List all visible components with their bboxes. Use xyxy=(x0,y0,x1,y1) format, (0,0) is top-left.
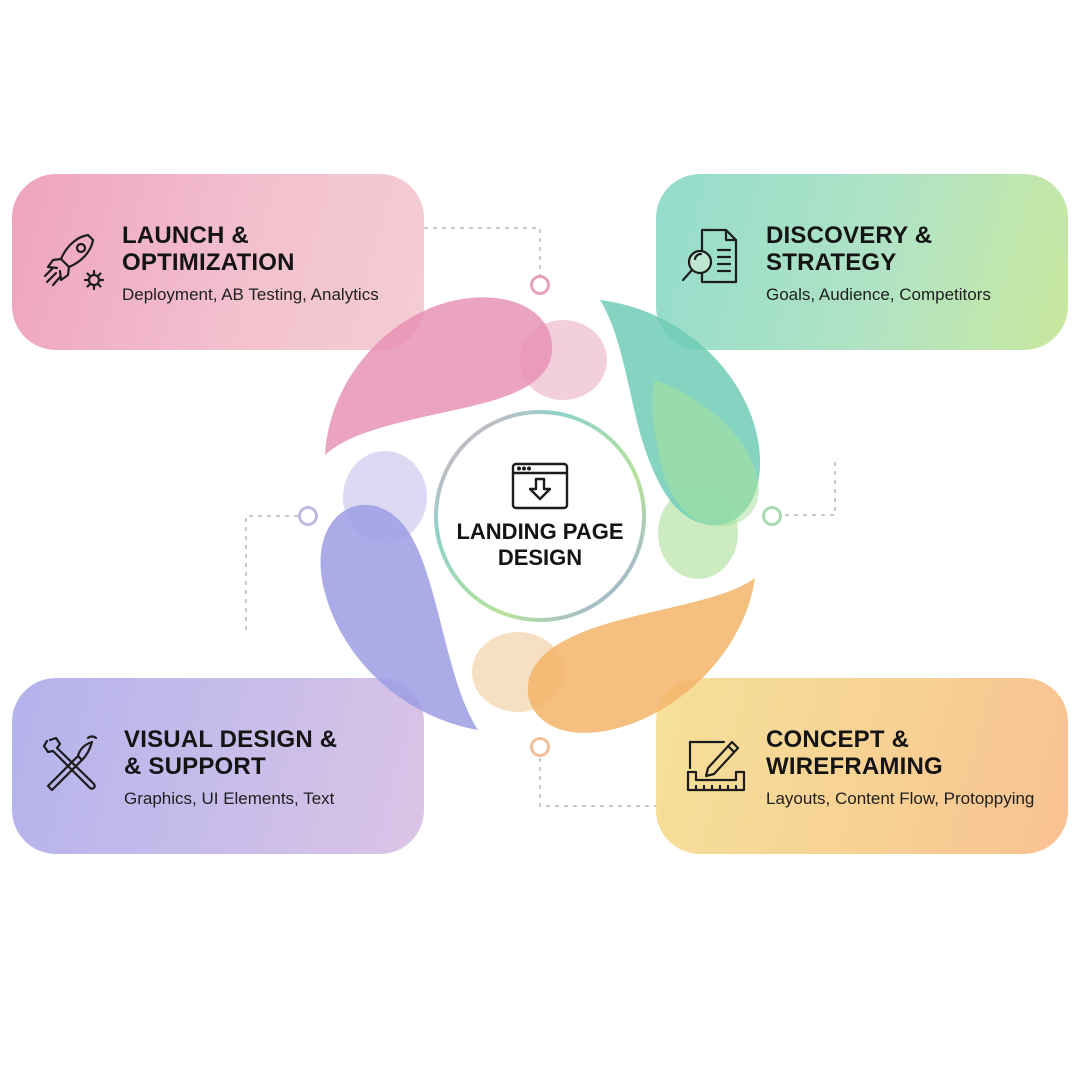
center-title: LANDING PAGE DESIGN xyxy=(456,519,624,570)
stage-text: CONCEPT & WIREFRAMING Layouts, Content F… xyxy=(766,726,1034,809)
stage-text: DISCOVERY & STRATEGY Goals, Audience, Co… xyxy=(766,222,991,305)
rocket-gear-icon xyxy=(43,233,105,291)
stage-title-line1: VISUAL DESIGN & xyxy=(124,726,338,753)
stage-title: VISUAL DESIGN & & SUPPORT xyxy=(124,726,337,780)
document-magnifier-icon xyxy=(681,228,738,284)
center-ring xyxy=(434,410,646,622)
brush-wrench-icon xyxy=(42,735,98,792)
connector-launch xyxy=(424,227,541,278)
node-visual xyxy=(298,506,318,526)
stage-title-line1: DISCOVERY & xyxy=(766,222,933,249)
stage-card-discovery: DISCOVERY & STRATEGY Goals, Audience, Co… xyxy=(656,174,1068,350)
stage-title-line1: LAUNCH & xyxy=(122,222,249,249)
center-hub: LANDING PAGE DESIGN xyxy=(434,410,646,622)
stage-title: CONCEPT & WIREFRAMING xyxy=(766,726,1034,780)
browser-download-icon xyxy=(511,462,569,510)
pencil-drafting-icon xyxy=(686,740,746,792)
stage-subtitle: Deployment, AB Testing, Analytics xyxy=(122,285,379,304)
petal-green-overlay xyxy=(652,380,759,527)
stage-text: LAUNCH & OPTIMIZATION Deployment, AB Tes… xyxy=(122,222,379,305)
node-discovery xyxy=(762,506,782,526)
connector-visual xyxy=(245,515,300,630)
stage-title-line2: WIREFRAMING xyxy=(766,753,943,780)
stage-title-line2: OPTIMIZATION xyxy=(122,249,295,276)
petal-pink xyxy=(325,297,553,455)
stage-text: VISUAL DESIGN & & SUPPORT Graphics, UI E… xyxy=(124,726,337,809)
petal-orange xyxy=(527,578,755,733)
stage-title-line2: & SUPPORT xyxy=(124,753,266,780)
stage-card-visual: VISUAL DESIGN & & SUPPORT Graphics, UI E… xyxy=(12,678,424,854)
node-concept xyxy=(530,737,550,757)
stage-card-concept: CONCEPT & WIREFRAMING Layouts, Content F… xyxy=(656,678,1068,854)
stage-title-line2: STRATEGY xyxy=(766,249,897,276)
petal-purple xyxy=(320,504,478,730)
stage-title: LAUNCH & OPTIMIZATION xyxy=(122,222,379,276)
node-launch xyxy=(530,275,550,295)
stage-subtitle: Layouts, Content Flow, Protoppying xyxy=(766,789,1035,808)
stage-card-launch: LAUNCH & OPTIMIZATION Deployment, AB Tes… xyxy=(12,174,424,350)
stage-subtitle: Goals, Audience, Competitors xyxy=(766,285,991,304)
stage-title-line1: CONCEPT & xyxy=(766,726,910,753)
connector-concept xyxy=(539,758,656,807)
stage-title: DISCOVERY & STRATEGY xyxy=(766,222,991,276)
stage-subtitle: Graphics, UI Elements, Text xyxy=(124,789,335,808)
